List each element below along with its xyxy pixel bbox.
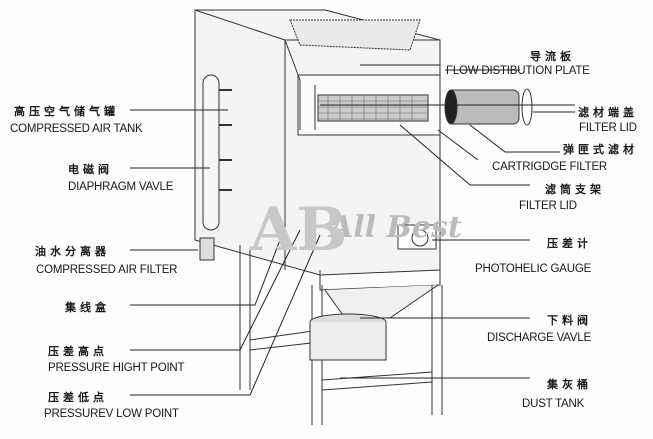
dust-tank-cn: 集灰桶 bbox=[547, 379, 592, 391]
discharge-en: DISCHARGE VAVLE bbox=[487, 332, 591, 344]
flow-plate-cn: 导流板 bbox=[530, 51, 575, 63]
cartridge-cn: 弹匣式滤材 bbox=[563, 144, 638, 156]
cartridge-en: CARTRIGDGE FILTER bbox=[492, 161, 608, 173]
gauge-en: PHOTOHELIC GAUGE bbox=[475, 263, 592, 275]
filter-support-cn: 滤筒支架 bbox=[545, 184, 605, 196]
filter-support-en: FILTER LID bbox=[519, 200, 577, 212]
junction-box-cn: 集线盒 bbox=[65, 302, 110, 314]
pressure-low-en: PRESSUREV LOW POINT bbox=[44, 408, 179, 420]
discharge-cn: 下料阀 bbox=[547, 315, 592, 327]
diaphragm-cn: 电磁阀 bbox=[68, 164, 113, 176]
flow-plate-en: FLOW DISTIBUTION PLATE bbox=[446, 65, 590, 77]
air-tank-en: COMPRESSED AIR TANK bbox=[10, 123, 143, 135]
filter-lid-cn: 滤材端盖 bbox=[578, 107, 638, 119]
dust-tank-en: DUST TANK bbox=[522, 398, 585, 410]
pressure-low-cn: 压差低点 bbox=[48, 392, 108, 404]
watermark-text: All Best bbox=[330, 210, 462, 245]
pressure-high-cn: 压差高点 bbox=[48, 346, 108, 358]
gauge-cn: 压差计 bbox=[547, 238, 592, 250]
pressure-high-en: PRESSURE HIGHT POINT bbox=[48, 362, 185, 374]
air-tank-cn: 高压空气储气罐 bbox=[14, 106, 119, 118]
filter-lid-en: FILTER LID bbox=[579, 122, 637, 134]
air-filter-en: COMPRESSED AIR FILTER bbox=[36, 264, 178, 276]
air-filter-cn: 油水分离器 bbox=[35, 246, 110, 258]
watermark-logo: AB bbox=[250, 195, 348, 265]
diaphragm-en: DIAPHRAGM VAVLE bbox=[68, 181, 174, 193]
